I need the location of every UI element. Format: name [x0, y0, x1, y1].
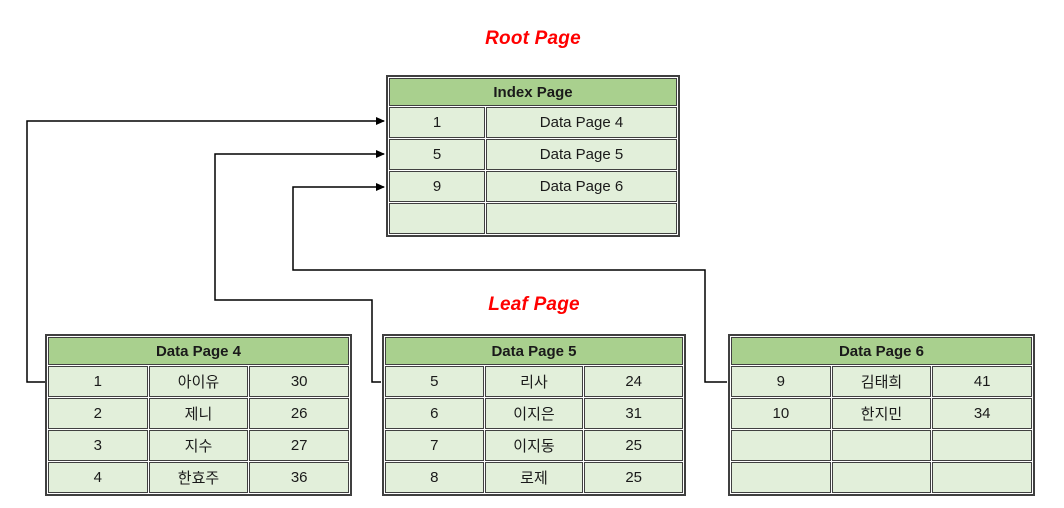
cell-id: 5 — [385, 366, 484, 397]
table-header-row: Index Page — [389, 78, 677, 106]
table-header-row: Data Page 4 — [48, 337, 349, 365]
cell-name — [831, 462, 932, 493]
cell-value: 31 — [584, 398, 683, 429]
table-row: 7 이지동 25 — [385, 430, 683, 461]
root-page-label: Root Page — [485, 28, 581, 49]
table-row — [731, 430, 1032, 461]
cell-id: 2 — [48, 398, 148, 429]
cell-value: 36 — [249, 462, 349, 493]
cell-page-ref: Data Page 4 — [486, 107, 677, 138]
cell-name: 이지동 — [484, 430, 584, 461]
cell-id — [731, 462, 831, 493]
cell-name: 김태희 — [831, 366, 932, 397]
cell-id: 8 — [385, 462, 484, 493]
table-row — [389, 203, 677, 234]
table-row — [731, 462, 1032, 493]
table-row: 1 Data Page 4 — [389, 107, 677, 138]
cell-id: 10 — [731, 398, 831, 429]
cell-name: 리사 — [484, 366, 584, 397]
cell-name: 아이유 — [148, 366, 249, 397]
cell-value — [932, 462, 1032, 493]
cell-key: 9 — [389, 171, 485, 202]
table-row: 5 리사 24 — [385, 366, 683, 397]
cell-value — [932, 430, 1032, 461]
cell-value: 26 — [249, 398, 349, 429]
table-header-row: Data Page 6 — [731, 337, 1032, 365]
cell-value: 25 — [584, 430, 683, 461]
cell-key: 5 — [389, 139, 485, 170]
data-page-6-title: Data Page 6 — [731, 337, 1032, 365]
data-page-4-title: Data Page 4 — [48, 337, 349, 365]
cell-id: 4 — [48, 462, 148, 493]
cell-name: 제니 — [148, 398, 249, 429]
data-page-6-table: Data Page 6 9 김태희 41 10 한지민 34 — [728, 334, 1035, 496]
index-page-table: Index Page 1 Data Page 4 5 Data Page 5 9… — [386, 75, 680, 237]
table-row: 5 Data Page 5 — [389, 139, 677, 170]
cell-name: 한지민 — [831, 398, 932, 429]
table-row: 9 Data Page 6 — [389, 171, 677, 202]
cell-id — [731, 430, 831, 461]
cell-id: 7 — [385, 430, 484, 461]
cell-id: 1 — [48, 366, 148, 397]
data-page-5-title: Data Page 5 — [385, 337, 683, 365]
table-row: 1 아이유 30 — [48, 366, 349, 397]
cell-value: 25 — [584, 462, 683, 493]
cell-name — [831, 430, 932, 461]
cell-id: 3 — [48, 430, 148, 461]
cell-key — [389, 203, 485, 234]
cell-value: 34 — [932, 398, 1032, 429]
table-row: 2 제니 26 — [48, 398, 349, 429]
table-header-row: Data Page 5 — [385, 337, 683, 365]
cell-id: 9 — [731, 366, 831, 397]
data-page-5-table: Data Page 5 5 리사 24 6 이지은 31 7 이지동 25 8 … — [382, 334, 686, 496]
index-page-title: Index Page — [389, 78, 677, 106]
table-row: 9 김태희 41 — [731, 366, 1032, 397]
cell-name: 지수 — [148, 430, 249, 461]
cell-value: 30 — [249, 366, 349, 397]
table-row: 3 지수 27 — [48, 430, 349, 461]
cell-name: 이지은 — [484, 398, 584, 429]
cell-page-ref: Data Page 6 — [486, 171, 677, 202]
table-row: 8 로제 25 — [385, 462, 683, 493]
cell-key: 1 — [389, 107, 485, 138]
data-page-4-table: Data Page 4 1 아이유 30 2 제니 26 3 지수 27 4 한… — [45, 334, 352, 496]
cell-page-ref — [486, 203, 677, 234]
cell-page-ref: Data Page 5 — [486, 139, 677, 170]
cell-name: 로제 — [484, 462, 584, 493]
table-row: 6 이지은 31 — [385, 398, 683, 429]
cell-value: 41 — [932, 366, 1032, 397]
table-row: 4 한효주 36 — [48, 462, 349, 493]
cell-id: 6 — [385, 398, 484, 429]
cell-name: 한효주 — [148, 462, 249, 493]
cell-value: 27 — [249, 430, 349, 461]
cell-value: 24 — [584, 366, 683, 397]
table-row: 10 한지민 34 — [731, 398, 1032, 429]
leaf-page-label: Leaf Page — [488, 294, 580, 315]
